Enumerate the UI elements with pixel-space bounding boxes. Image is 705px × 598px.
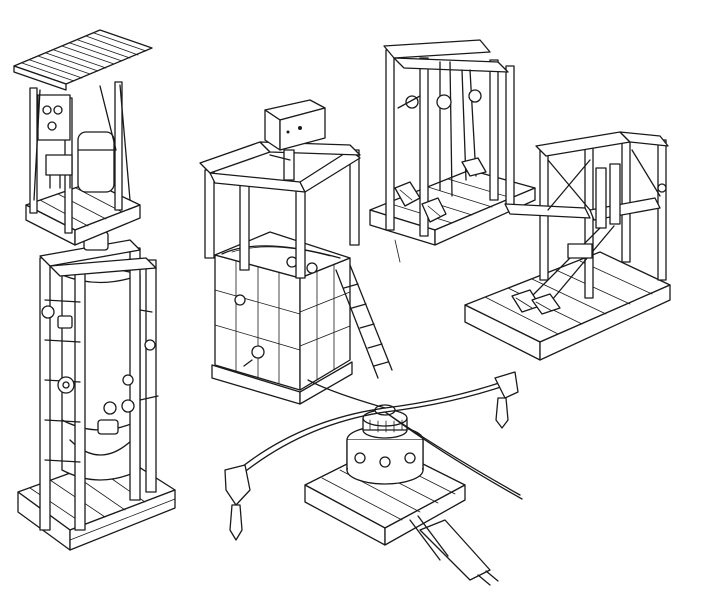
shower-stand: [13, 29, 153, 246]
ibc-water-tank: [199, 99, 393, 405]
rotary-pump: [224, 371, 523, 586]
pressure-tank-frame: [17, 231, 176, 551]
pedal-pump: [369, 39, 536, 263]
stepper-pump: [464, 131, 671, 361]
